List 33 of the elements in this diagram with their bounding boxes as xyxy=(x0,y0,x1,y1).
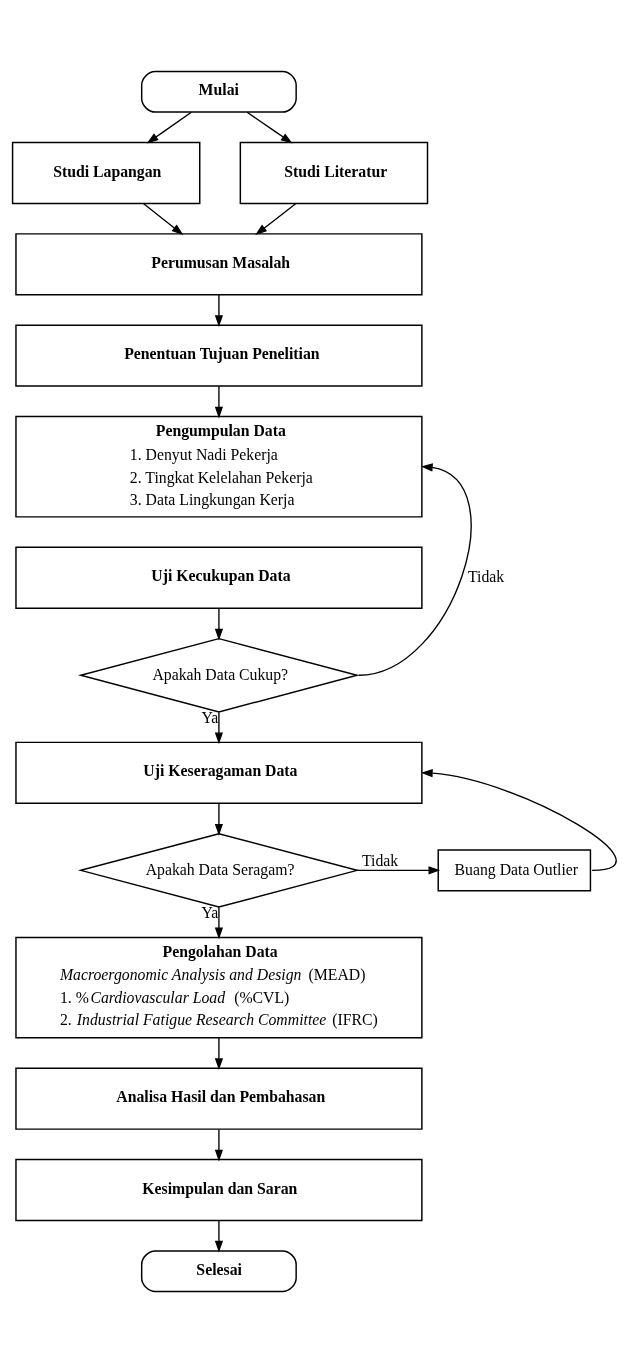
node-box: Buang Data Outlier xyxy=(437,848,592,891)
arrow xyxy=(214,802,224,836)
node-box: Uji Keseragaman Data xyxy=(15,741,423,804)
node-box: Uji Kecukupan Data xyxy=(15,546,423,609)
arrow xyxy=(255,202,297,235)
arrow xyxy=(214,1128,224,1161)
arrow xyxy=(146,111,192,143)
edge-label: Tidak xyxy=(468,567,505,585)
edge-label: Tidak xyxy=(361,851,399,869)
node-box: Penentuan Tujuan Penelitian xyxy=(15,323,423,387)
node-box: Studi Lapangan xyxy=(11,141,201,204)
arrow xyxy=(246,111,293,143)
arrow xyxy=(214,293,224,327)
arrow xyxy=(214,906,224,939)
arrow xyxy=(214,711,224,744)
node-box: Analisa Hasil dan Pembahasan xyxy=(15,1067,423,1130)
node-box: Kesimpulan dan Saran xyxy=(15,1158,423,1221)
arrow xyxy=(142,202,184,235)
node-box: Pengolahan Data Macroergonomic Analysis and Design (MEAD) 1. %Cardiovascular Load (%CVL) 2. Industrial Fatigue Research Committee (IFRC) xyxy=(15,936,423,1039)
arrow xyxy=(214,385,224,418)
node-diamond: Apakah Data Seragam? xyxy=(77,832,360,908)
arrow xyxy=(214,1219,224,1252)
node-box: Pengumpulan Data 1. Denyut Nadi Pekerja 2. Tingkat Kelelahan Pekerja 3. Data Lingkungan Kerja xyxy=(15,415,423,518)
arrow xyxy=(356,865,441,874)
arrow xyxy=(358,462,472,676)
node-diamond: Apakah Data Cukup? xyxy=(77,637,360,713)
node-box: Selesai xyxy=(140,1249,297,1292)
node-box: Studi Literatur xyxy=(239,141,429,204)
arrow xyxy=(214,607,224,641)
node-box: Mulai xyxy=(140,70,297,113)
node-box: Perumusan Masalah xyxy=(15,232,423,295)
arrow xyxy=(214,1036,224,1070)
arrow xyxy=(420,768,617,871)
